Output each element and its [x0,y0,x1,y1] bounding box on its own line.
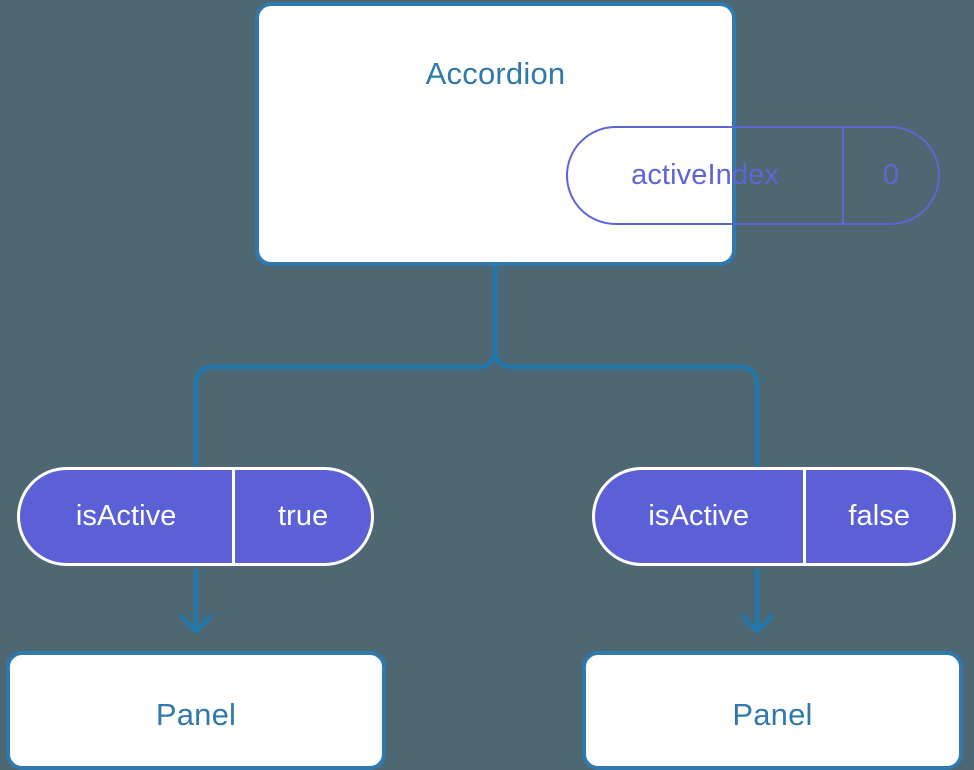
component-node-panel-left[interactable]: Panel [6,651,386,770]
prop-pill-key: isActive [75,500,177,532]
prop-pill-value: false [802,470,954,563]
component-title-panel-right: Panel [732,697,813,732]
state-pill-key: activeIndex [631,159,779,191]
component-title-panel-left: Panel [155,697,237,732]
arrow-right-prop-to-panel [740,568,774,634]
tree-split-connector-right [492,263,760,473]
component-node-panel-right[interactable]: Panel [582,651,963,770]
prop-pill-key: isActive [648,500,750,532]
prop-pill-right-is-active[interactable]: isActive false [592,467,956,566]
tree-split-connector [193,263,498,473]
component-title-accordion: Accordion [425,56,566,91]
state-pill-value: 0 [842,128,938,223]
prop-pill-value: true [232,470,371,563]
state-pill-active-index[interactable]: activeIndex 0 [566,126,940,225]
arrow-left-prop-to-panel [179,568,213,634]
prop-pill-left-is-active[interactable]: isActive true [17,467,374,566]
component-node-accordion[interactable]: Accordion activeIndex 0 [255,2,940,266]
